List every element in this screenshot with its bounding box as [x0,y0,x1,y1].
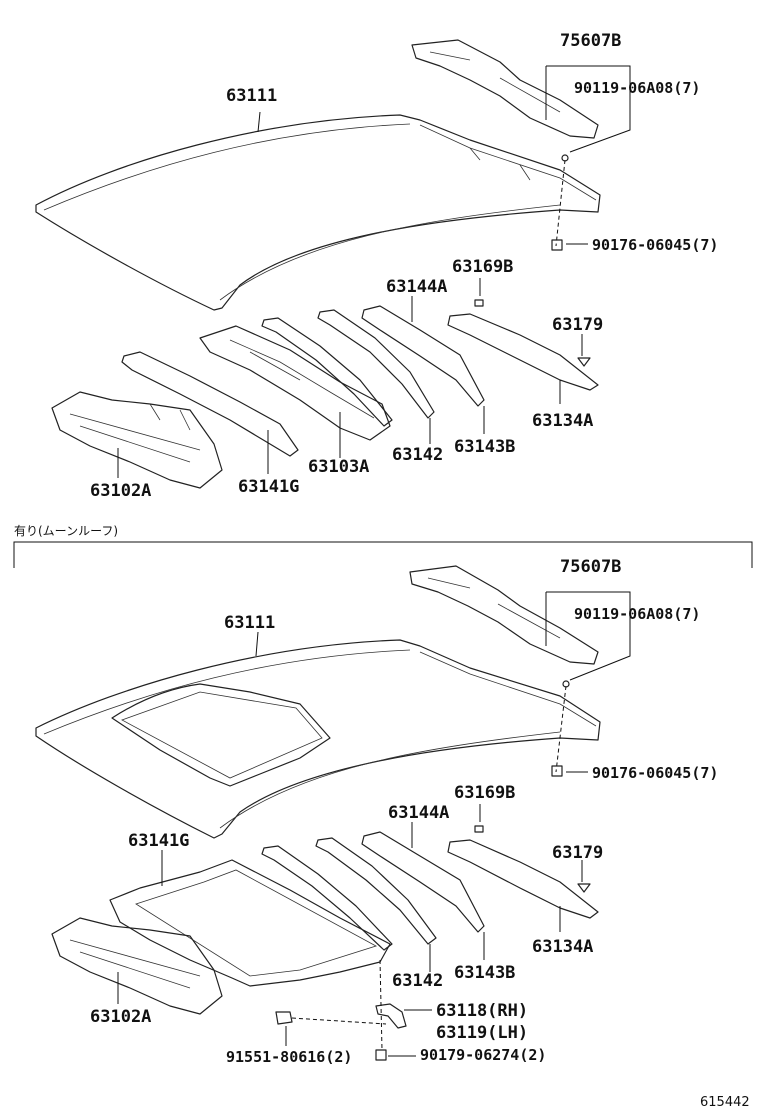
part-63103a-shape [199,325,391,441]
label-bottom-63119: 63119(LH) [436,1023,528,1043]
part-63111-roof-shape [35,114,601,311]
label-bottom-75607b: 75607B [560,557,621,577]
label-bottom-90176: 90176-06045(7) [592,764,718,782]
section-note-moonroof: 有り(ムーンルーフ) [14,524,118,538]
part-63141g-shape [121,351,299,457]
section-bracket [13,541,753,568]
label-bottom-63142: 63142 [392,971,443,991]
part-63144a-bow-shape [317,309,435,419]
label-bottom-90119: 90119-06A08(7) [574,605,700,623]
part-63111-bottom-roof-shape [35,639,601,839]
label-top-90119: 90119-06A08(7) [574,79,700,97]
label-top-63111: 63111 [226,86,277,106]
bottom-section: 75607B 90119-06A08(7) 63111 90176-06045(… [35,557,718,1066]
label-bottom-63144a: 63144A [388,803,449,823]
label-top-63169b: 63169B [452,257,513,277]
part-63118-bracket-shape [375,1003,407,1029]
label-bottom-63143b: 63143B [454,963,515,983]
clip-63179-bottom-icon [577,883,591,893]
label-top-63134a: 63134A [532,411,593,431]
diagram-code: 615442 [700,1095,750,1110]
label-bottom-90179: 90179-06274(2) [420,1046,546,1064]
part-63142-shape [261,317,393,427]
label-top-63179: 63179 [552,315,603,335]
label-bottom-63141g: 63141G [128,831,189,851]
clip-63169b-icon [474,299,484,307]
clip-63179-icon [577,357,591,367]
clip-63169b-bottom-icon [474,825,484,833]
part-63102a-shape [51,391,223,489]
label-top-63102a: 63102A [90,481,151,501]
label-top-63144a: 63144A [386,277,447,297]
label-bottom-63134a: 63134A [532,937,593,957]
nut-90176-icon [551,239,563,251]
label-top-63142: 63142 [392,445,443,465]
part-63143b-shape [361,305,485,407]
part-63102a-bottom-shape [51,917,223,1015]
label-top-63143b: 63143B [454,437,515,457]
label-top-90176: 90176-06045(7) [592,236,718,254]
part-63141g-frame-shape [109,859,391,987]
top-section: 75607B 90119-06A08(7) 63111 90176-06045(… [35,31,718,501]
nut-90179-icon [375,1049,387,1061]
nut-90176-bottom-icon [551,765,563,777]
part-63134a-bottom-shape [447,839,599,919]
part-63142-bottom-shape [261,845,393,951]
label-bottom-63169b: 63169B [454,783,515,803]
part-63143b-bottom-shape [361,831,485,933]
label-bottom-63102a: 63102A [90,1007,151,1027]
part-75607b-shape [411,39,599,139]
sunroof-opening-shape [111,683,331,787]
bolt-91551-icon [275,1011,293,1025]
part-75607b-bottom-shape [409,565,599,665]
part-63134a-shape [447,313,599,391]
label-top-63141g: 63141G [238,477,299,497]
label-bottom-63179: 63179 [552,843,603,863]
label-bottom-63111: 63111 [224,613,275,633]
label-top-63103a: 63103A [308,457,369,477]
part-63144a-bottom-shape [315,837,437,945]
label-top-75607b: 75607B [560,31,621,51]
label-bottom-63118: 63118(RH) [436,1001,528,1021]
label-bottom-91551: 91551-80616(2) [226,1048,352,1066]
